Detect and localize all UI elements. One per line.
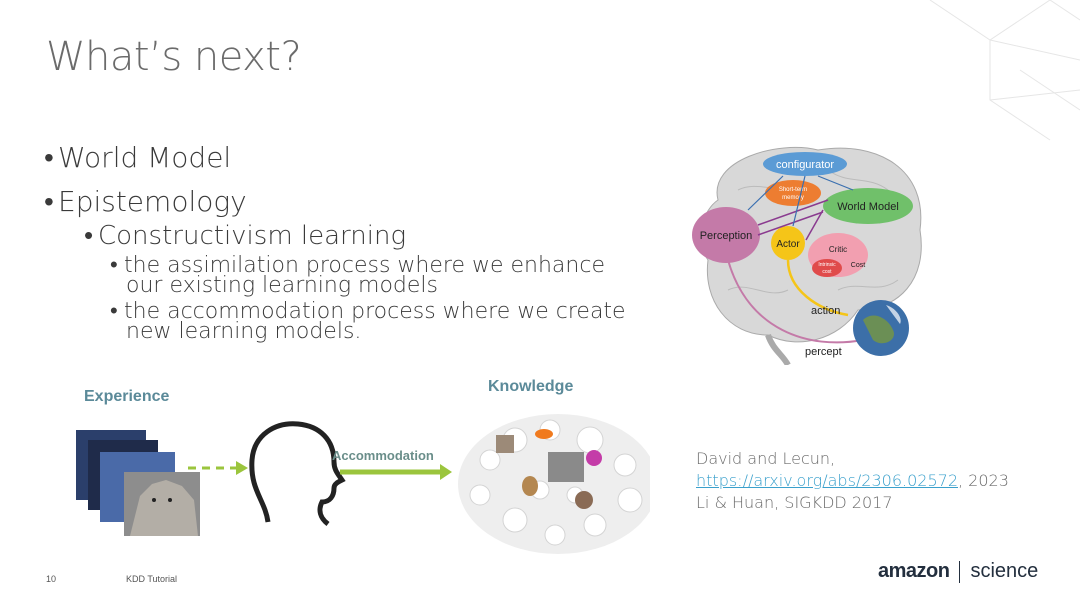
wolf-image bbox=[130, 480, 198, 536]
bullet-accommodation: •the accommodation process where we crea… bbox=[110, 299, 626, 344]
intrinsic-cost-label-2: cost bbox=[822, 269, 832, 275]
percept-label: percept bbox=[805, 346, 842, 358]
bullet-assimilation: •the assimilation process where we enhan… bbox=[110, 253, 605, 298]
reference-li-huan: Li & Huan, SIGKDD 2017 bbox=[696, 493, 893, 512]
flower-image bbox=[586, 450, 602, 466]
bullet-dot: • bbox=[110, 253, 118, 278]
brain-stem bbox=[765, 333, 791, 365]
action-arrow bbox=[786, 259, 849, 317]
bullet-dot: • bbox=[84, 221, 94, 251]
reference-link-line: https://arxiv.org/abs/2306.02572, 2023 bbox=[696, 471, 1009, 490]
amazon-science-logo: amazon science bbox=[878, 560, 1038, 583]
bullet-constructivism: •Constructivism learning bbox=[84, 221, 407, 251]
page-number: 10 bbox=[46, 574, 57, 584]
cat-image bbox=[496, 435, 514, 453]
head-silhouette-icon bbox=[249, 421, 346, 526]
bullet-epistemology: •Epistemology bbox=[44, 185, 247, 218]
configurator-node bbox=[763, 152, 847, 176]
bullet-dot: • bbox=[44, 141, 54, 174]
slide-title: What’s next? bbox=[46, 34, 302, 80]
actor-node bbox=[771, 226, 805, 260]
bear-image bbox=[575, 491, 593, 509]
arxiv-link[interactable]: https://arxiv.org/abs/2306.02572 bbox=[696, 471, 958, 490]
memory-label-1: Short-term bbox=[779, 187, 807, 193]
bullet-dot: • bbox=[44, 185, 54, 218]
bullet-dot: • bbox=[110, 299, 118, 324]
bullet-world-model: •World Model bbox=[44, 141, 232, 174]
experience-label: Experience bbox=[84, 388, 170, 405]
fish-image bbox=[535, 429, 553, 439]
knowledge-cloud bbox=[458, 414, 650, 554]
world-model-node bbox=[823, 188, 913, 224]
corner-decoration bbox=[929, 0, 1080, 141]
reference-authors: David and Lecun, bbox=[696, 449, 836, 468]
perception-node bbox=[692, 207, 760, 263]
amazon-wordmark: amazon bbox=[878, 560, 950, 582]
learning-diagram: Accommodation bbox=[76, 414, 650, 554]
perception-label: Perception bbox=[700, 230, 753, 242]
intrinsic-cost-label-1: Intrinsic bbox=[818, 262, 836, 268]
bullet-list: •World Model •Epistemology •Constructivi… bbox=[44, 140, 684, 344]
science-wordmark: science bbox=[970, 560, 1039, 582]
memory-label-2: memory bbox=[782, 195, 804, 201]
brain-architecture-figure: configurator Short-term memory World Mod… bbox=[692, 146, 922, 365]
cost-label: Cost bbox=[851, 262, 865, 269]
percept-arrow bbox=[727, 259, 864, 344]
accommodation-label: Accommodation bbox=[332, 448, 434, 463]
footer-label: KDD Tutorial bbox=[126, 574, 178, 584]
wolf-thumb-image bbox=[548, 452, 584, 482]
logo-divider bbox=[959, 560, 961, 583]
critic-label: Critic bbox=[829, 245, 847, 254]
experience-image-stack bbox=[76, 430, 200, 536]
references: David and Lecun, https://arxiv.org/abs/2… bbox=[696, 448, 1009, 514]
action-label: action bbox=[811, 305, 840, 317]
actor-label: Actor bbox=[776, 239, 800, 250]
world-model-label: World Model bbox=[837, 201, 899, 213]
configurator-label: configurator bbox=[776, 159, 834, 171]
knowledge-label: Knowledge bbox=[488, 378, 574, 395]
intrinsic-cost-node bbox=[812, 259, 842, 277]
memory-node bbox=[765, 180, 821, 206]
dog-image bbox=[522, 476, 538, 496]
